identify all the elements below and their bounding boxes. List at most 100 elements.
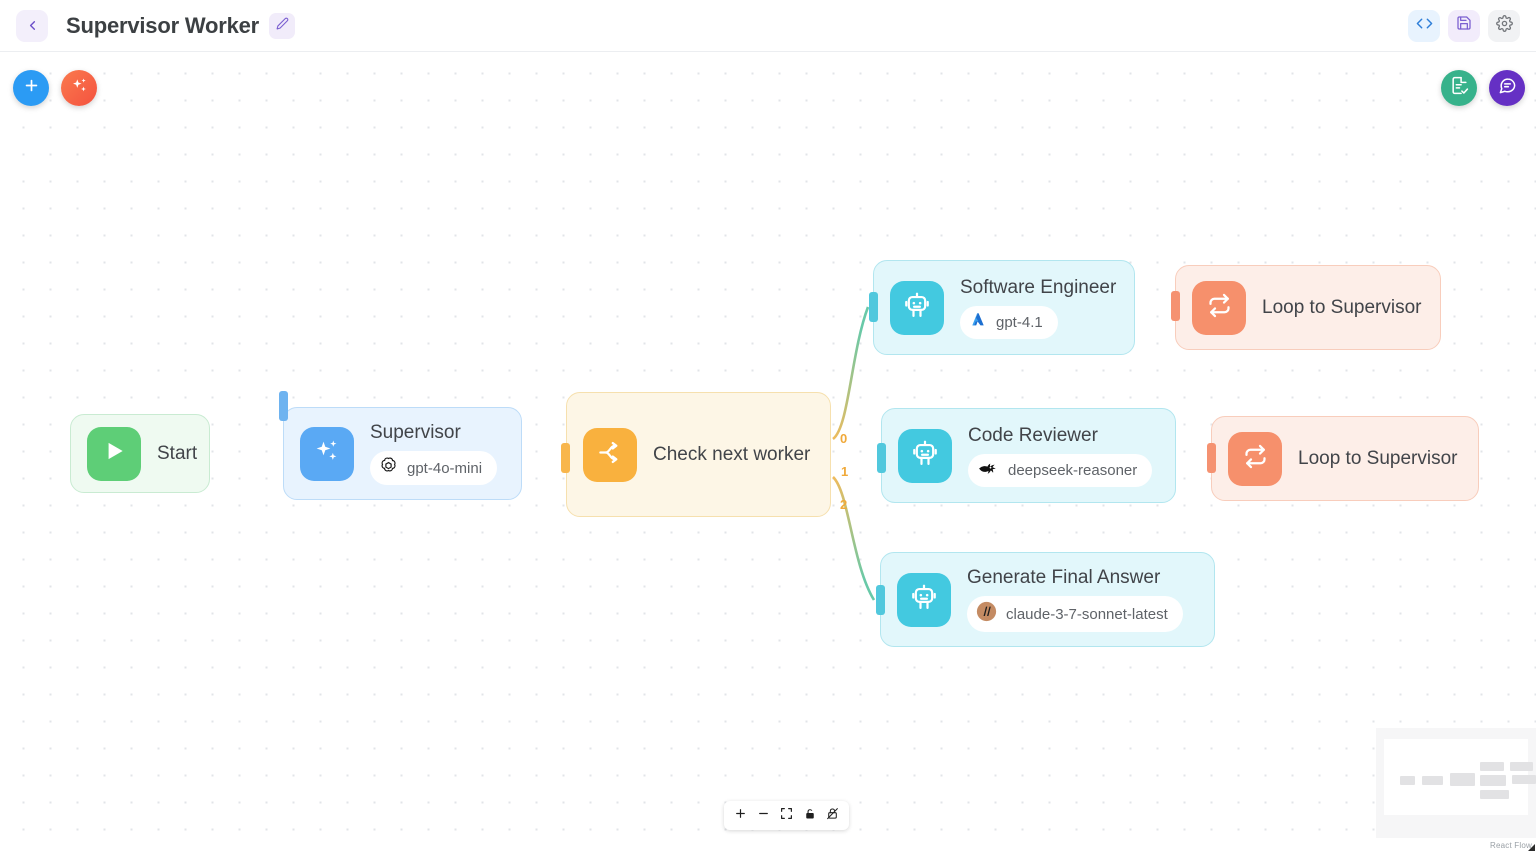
react-flow-attribution[interactable]: React Flow <box>1489 841 1532 850</box>
minimap-node <box>1512 775 1536 784</box>
node-start[interactable]: Start <box>70 414 210 493</box>
claude-logo <box>976 601 997 627</box>
robot-icon <box>903 291 931 324</box>
pencil-icon <box>276 17 289 35</box>
edit-title-button[interactable] <box>269 12 296 39</box>
robot-icon <box>911 439 939 472</box>
node-title-final: Generate Final Answer <box>967 567 1161 588</box>
node-title-check: Check next worker <box>653 443 811 465</box>
branch-icon <box>597 439 624 471</box>
node-title-engineer: Software Engineer <box>960 276 1117 298</box>
handle-engineer-in[interactable] <box>869 292 878 322</box>
model-pill-final[interactable]: claude-3-7-sonnet-latest <box>967 596 1183 632</box>
resize-corner-icon[interactable] <box>1528 844 1535 851</box>
floppy-disk-icon <box>1456 15 1472 36</box>
node-body-loop-2: Loop to Supervisor <box>1298 448 1458 470</box>
toggle-interactivity-button[interactable] <box>822 805 843 826</box>
ai-generate-button[interactable] <box>61 70 97 106</box>
node-loop-to-supervisor-2[interactable]: Loop to Supervisor <box>1211 416 1479 501</box>
minimap-viewport <box>1384 739 1536 815</box>
lock-button[interactable] <box>799 805 820 826</box>
model-name-final: claude-3-7-sonnet-latest <box>1006 605 1168 623</box>
node-title-supervisor: Supervisor <box>370 422 461 443</box>
minimap-node <box>1480 790 1509 799</box>
add-node-button[interactable] <box>13 70 49 106</box>
play-icon <box>101 438 127 469</box>
flow-controls <box>724 801 849 830</box>
node-body-check: Check next worker <box>653 444 810 466</box>
node-icon-loop-2 <box>1228 431 1282 486</box>
node-software-engineer[interactable]: Software Engineer gpt-4.1 <box>873 260 1135 355</box>
save-button[interactable] <box>1448 9 1480 42</box>
app-header: Supervisor Worker <box>0 0 1536 52</box>
lock-slash-icon <box>826 807 839 825</box>
node-body-start: Start <box>157 443 197 465</box>
node-icon-check <box>583 427 637 482</box>
minimap-node <box>1480 775 1506 786</box>
plus-icon <box>23 77 40 99</box>
model-pill-supervisor[interactable]: gpt-4o-mini <box>370 451 498 485</box>
openai-logo <box>379 456 398 480</box>
branch-label-0: 0 <box>840 431 848 446</box>
settings-button[interactable] <box>1488 9 1520 42</box>
chat-button[interactable] <box>1489 70 1525 106</box>
header-actions <box>1408 9 1520 42</box>
repeat-icon <box>1206 292 1233 324</box>
model-name-supervisor: gpt-4o-mini <box>407 459 483 477</box>
node-supervisor[interactable]: Supervisor gpt-4o-mini <box>283 407 522 500</box>
code-view-button[interactable] <box>1408 9 1440 42</box>
deepseek-logo <box>977 459 999 482</box>
handle-loop1-in[interactable] <box>1171 291 1180 321</box>
handle-check-in[interactable] <box>561 443 570 473</box>
handle-reviewer-in[interactable] <box>877 443 886 473</box>
document-check-icon <box>1450 76 1469 100</box>
node-body-loop-1: Loop to Supervisor <box>1262 297 1422 319</box>
azure-logo <box>969 311 987 334</box>
gear-icon <box>1495 14 1513 37</box>
minus-icon <box>757 807 770 825</box>
back-button[interactable] <box>16 9 48 42</box>
handle-loop2-in[interactable] <box>1207 443 1216 473</box>
fit-view-button[interactable] <box>776 805 797 826</box>
node-icon-loop-1 <box>1192 280 1246 335</box>
sparkles-icon <box>70 76 89 100</box>
model-pill-engineer[interactable]: gpt-4.1 <box>960 305 1058 339</box>
code-icon <box>1416 15 1433 37</box>
minimap-node <box>1450 773 1475 786</box>
minimap-node <box>1510 762 1533 771</box>
node-title-start: Start <box>157 442 198 464</box>
node-generate-final-answer[interactable]: Generate Final Answer claude-3-7-sonnet-… <box>880 552 1215 647</box>
model-pill-reviewer[interactable]: deepseek-reasoner <box>968 453 1153 487</box>
node-title-loop-1: Loop to Supervisor <box>1262 296 1422 318</box>
flow-canvas[interactable]: 0 1 2 Start Supervisor <box>0 52 1536 852</box>
node-icon-engineer <box>890 280 944 335</box>
node-icon-start <box>87 426 141 481</box>
edge-check-engineer <box>832 306 870 441</box>
plus-icon <box>734 807 747 825</box>
node-body-reviewer: Code Reviewer deepseek-reasoner <box>968 425 1153 487</box>
lock-icon <box>804 807 816 825</box>
node-loop-to-supervisor-1[interactable]: Loop to Supervisor <box>1175 265 1441 350</box>
fit-screen-icon <box>780 807 793 825</box>
node-icon-supervisor <box>300 426 354 481</box>
node-body-final: Generate Final Answer claude-3-7-sonnet-… <box>967 567 1183 632</box>
minimap-node <box>1422 776 1443 785</box>
branch-label-1: 1 <box>841 464 849 479</box>
minimap-node <box>1480 762 1504 771</box>
chat-bubble-icon <box>1498 76 1517 100</box>
zoom-out-button[interactable] <box>753 805 774 826</box>
node-code-reviewer[interactable]: Code Reviewer deepseek-reasoner <box>881 408 1176 503</box>
zoom-in-button[interactable] <box>730 805 751 826</box>
page-title: Supervisor Worker <box>66 12 260 38</box>
robot-icon <box>910 583 938 616</box>
model-name-engineer: gpt-4.1 <box>996 313 1043 331</box>
node-check-next-worker[interactable]: Check next worker <box>566 392 831 517</box>
node-body-engineer: Software Engineer gpt-4.1 <box>960 277 1116 339</box>
branch-label-2: 2 <box>840 497 848 512</box>
handle-final-in[interactable] <box>876 585 885 615</box>
handle-supervisor-in[interactable] <box>279 391 288 421</box>
repeat-icon <box>1242 443 1269 475</box>
run-log-button[interactable] <box>1441 70 1477 106</box>
edge-check-final <box>832 476 876 601</box>
minimap[interactable] <box>1376 728 1536 838</box>
